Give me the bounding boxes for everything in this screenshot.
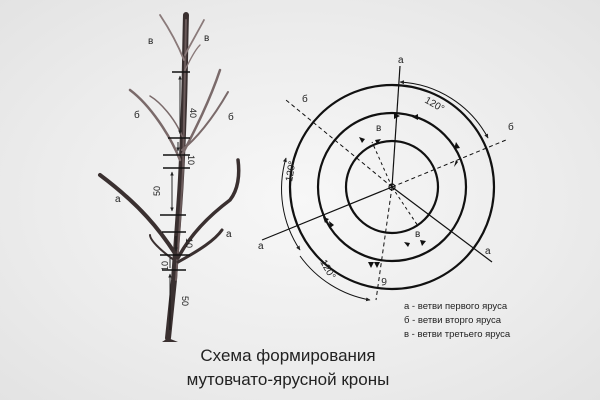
- tree-label-a-right: а: [226, 229, 232, 240]
- angle-arcs: [281, 80, 489, 302]
- dim-50-upper: 50: [152, 186, 162, 196]
- legend-item-a: а - ветви первого яруса: [404, 300, 510, 314]
- tree-scheme: [98, 12, 241, 342]
- dim-10-upper: 10: [186, 155, 196, 165]
- legend-sep: -: [409, 329, 418, 340]
- plan-label-b-bottom: б: [381, 275, 387, 287]
- plan-label-v-bottom: в: [415, 229, 420, 240]
- legend-text: ветви вторго яруса: [417, 315, 501, 326]
- legend-text: ветви третьего яруса: [417, 329, 511, 340]
- circle-middle: [316, 111, 468, 263]
- legend-item-v: в - ветви третьего яруса: [404, 328, 510, 342]
- axis-a-right: [391, 186, 493, 263]
- tree-label-b-left: б: [134, 109, 140, 121]
- branch-v-right: [184, 19, 205, 56]
- branch-a-right: [176, 158, 241, 260]
- tree-label-a-left: а: [115, 194, 121, 205]
- legend: а - ветви первого яруса б - ветви вторго…: [404, 300, 510, 342]
- branch-a-left: [98, 173, 178, 257]
- axis-v-top: [371, 141, 393, 188]
- legend-item-b: б - ветви вторго яруса: [404, 314, 510, 328]
- legend-key: б: [404, 315, 410, 326]
- legend-key: в: [404, 329, 410, 340]
- plan-label-b-left: б: [302, 93, 308, 105]
- legend-key: а: [404, 301, 410, 312]
- plan-label-a-right: а: [485, 246, 491, 257]
- tree-label-b-right: б: [228, 111, 234, 123]
- angle-label-left: 120°: [284, 160, 298, 182]
- axis-v-bottom: [391, 186, 419, 227]
- plan-label-a-left: а: [258, 241, 264, 252]
- dim-50-lower: 50: [180, 296, 190, 306]
- plan-label-a-top: а: [398, 55, 404, 66]
- branch-v-left: [159, 14, 185, 61]
- axis-b-right: [391, 139, 507, 188]
- plan-label-v-top: в: [376, 123, 381, 134]
- dim-40: 40: [188, 108, 198, 118]
- legend-text: ветви первого яруса: [417, 301, 508, 312]
- crown-plan: [261, 65, 507, 301]
- axis-b-left: [285, 99, 393, 188]
- caption-line-1: Схема формирования: [200, 346, 376, 365]
- caption-line-2: мутовчато-ярусной кроны: [186, 370, 390, 389]
- plan-label-b-right: б: [508, 121, 514, 133]
- axis-a-top: [391, 65, 401, 188]
- circle-inner: [344, 139, 440, 235]
- dim-10-lower: 10: [184, 238, 194, 248]
- trunk-dimensions: [160, 71, 190, 330]
- legend-sep: -: [409, 301, 418, 312]
- circle-arrows: [323, 113, 460, 268]
- legend-sep: -: [409, 315, 418, 326]
- axis-b-bottom: [375, 186, 393, 301]
- branch-b-left: [128, 88, 182, 162]
- tree-label-v-right: в: [204, 33, 209, 44]
- dim-10-bottom: 10: [160, 261, 170, 271]
- tree-label-v-left: в: [148, 36, 153, 47]
